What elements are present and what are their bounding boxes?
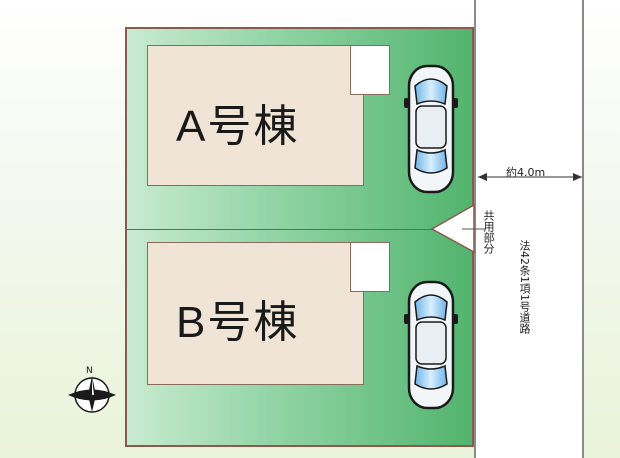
compass-icon — [68, 376, 116, 413]
house-b-label: B号棟 — [176, 298, 300, 347]
car-a-icon — [404, 64, 458, 194]
car-b-icon — [404, 280, 458, 410]
house-a-label: A号棟 — [176, 102, 300, 151]
compass-north-label: N — [86, 366, 93, 376]
road-width-label: 約4.0m — [506, 166, 546, 179]
house-b-annex — [350, 242, 390, 292]
house-a-footprint — [147, 45, 364, 186]
shared-area-label: 共用部分 — [482, 210, 495, 254]
road-classification-label: 法42条1項1号道路 — [518, 240, 531, 334]
house-b-footprint — [147, 242, 364, 385]
road — [474, 0, 584, 458]
house-a-annex — [350, 45, 390, 95]
